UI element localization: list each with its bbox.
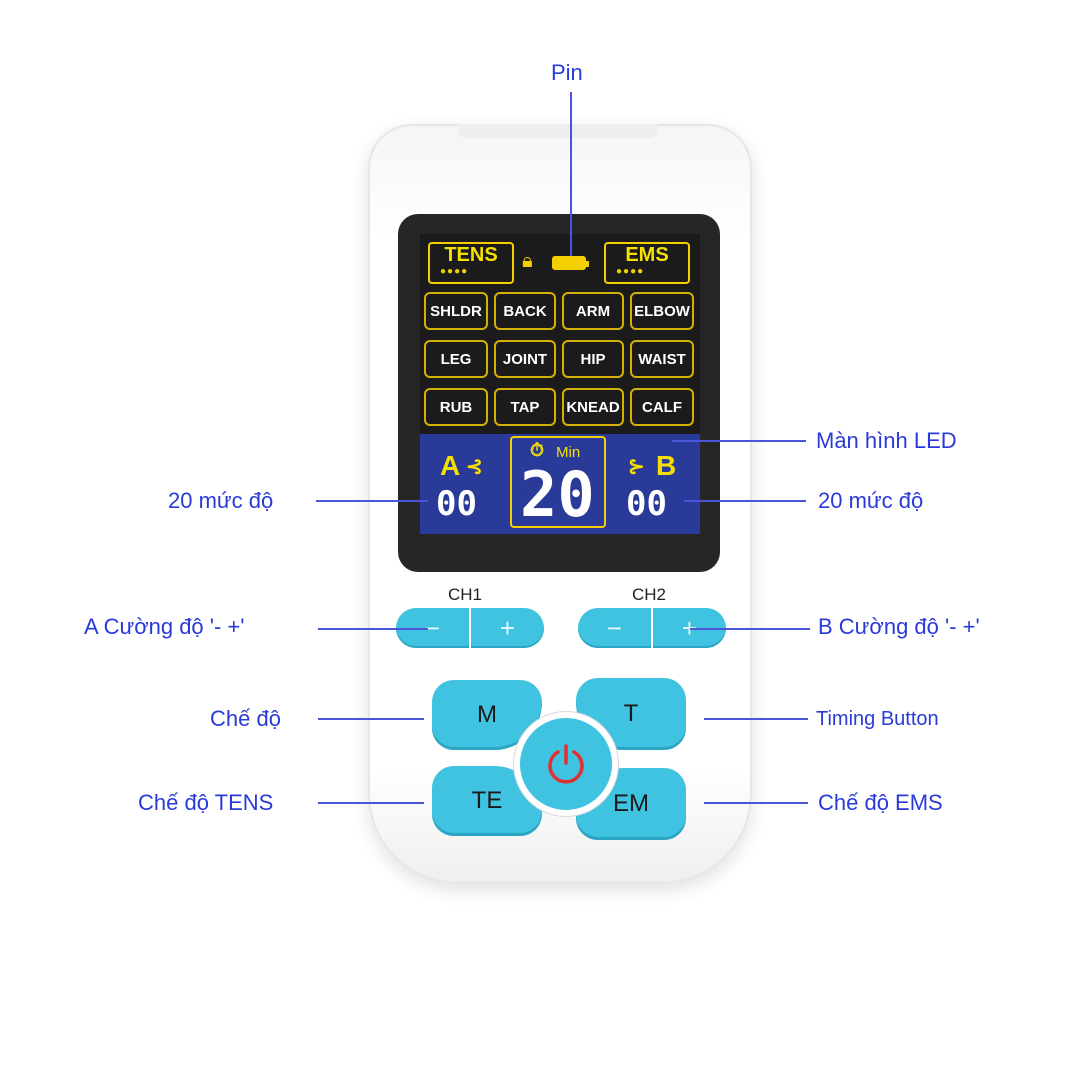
lcd-tens-label: TENS xyxy=(444,244,498,266)
level-b-callout-line xyxy=(684,500,806,502)
level-b-callout: 20 mức độ xyxy=(818,488,924,513)
intensity-a-callout-line xyxy=(318,628,428,630)
lcd-part-label: RUB xyxy=(439,398,473,416)
lcd-part-joint: JOINT xyxy=(494,340,556,378)
lcd-timer-value: 20 xyxy=(520,458,595,531)
led-callout-line xyxy=(672,440,806,442)
minus-icon: − xyxy=(424,612,441,643)
em-button-label: EM xyxy=(613,790,649,817)
lcd-part-waist: WAIST xyxy=(630,340,694,378)
pin-callout-line xyxy=(570,92,572,256)
lcd-part-label: SHLDR xyxy=(430,302,482,320)
lcd-part-label: WAIST xyxy=(638,350,686,368)
plus-icon: + xyxy=(682,613,697,644)
lcd-part-tap: TAP xyxy=(494,388,556,426)
tens-dots: ●●●● xyxy=(440,266,469,277)
lcd-part-arm: ARM xyxy=(562,292,624,330)
power-button[interactable] xyxy=(514,712,618,816)
intensity-b-callout-line xyxy=(690,628,810,630)
ch2-minus-button[interactable]: − xyxy=(578,608,653,648)
t-button-label: T xyxy=(623,700,639,727)
lcd-part-hip: HIP xyxy=(562,340,624,378)
lcd-part-back: BACK xyxy=(494,292,556,330)
lcd-ems-label: EMS xyxy=(625,244,669,266)
lcd-part-label: KNEAD xyxy=(566,398,620,416)
timing-callout: Timing Button xyxy=(816,708,939,730)
channel-a-connector-icon: ⊰ xyxy=(466,456,483,478)
intensity-a-callout: A Cường độ '- +' xyxy=(84,614,245,639)
lcd-part-label: CALF xyxy=(642,398,682,416)
intensity-b-callout: B Cường độ '- +' xyxy=(818,614,980,639)
ch1-plus-button[interactable]: + xyxy=(471,608,544,648)
device-top-connector xyxy=(458,124,658,138)
lcd-timer-frame xyxy=(510,436,606,528)
stopwatch-icon: ⏱︎ xyxy=(530,440,545,460)
lcd-part-calf: CALF xyxy=(630,388,694,426)
power-icon xyxy=(548,744,584,784)
channel-b-connector-icon: ⊱ xyxy=(628,456,645,478)
lcd-timer-unit: Min xyxy=(556,444,581,461)
te-button-label: TE xyxy=(471,787,503,814)
lcd-part-shldr: SHLDR xyxy=(424,292,488,330)
level-a-callout: 20 mức độ xyxy=(168,488,274,513)
ch2-intensity-control: − + xyxy=(578,608,726,648)
minus-icon: − xyxy=(606,612,623,643)
tens-mode-callout: Chế độ TENS xyxy=(138,790,274,815)
lcd-tens-indicator: TENS xyxy=(428,242,514,284)
level-a-callout-line xyxy=(316,500,428,502)
lcd-ems-indicator: EMS xyxy=(604,242,690,284)
lcd-part-leg: LEG xyxy=(424,340,488,378)
ems-dots: ●●●● xyxy=(616,266,645,277)
lcd-level-b: 00 xyxy=(626,484,667,524)
ems-mode-callout: Chế độ EMS xyxy=(818,790,943,815)
te-tens-button[interactable]: TE xyxy=(432,766,542,836)
lcd-part-label: BACK xyxy=(503,302,547,320)
lcd-part-label: ELBOW xyxy=(634,302,690,320)
ch1-intensity-control: − + xyxy=(396,608,544,648)
lcd-part-label: ARM xyxy=(575,302,611,320)
ch2-label: CH2 xyxy=(632,585,667,604)
plus-icon: + xyxy=(499,612,516,643)
ch1-label: CH1 xyxy=(448,585,483,604)
pin-callout: Pin xyxy=(551,60,583,85)
ch2-plus-button[interactable]: + xyxy=(653,608,726,648)
lock-icon: 🔒︎ xyxy=(522,250,533,272)
timing-callout-line xyxy=(704,718,808,720)
ems-callout-line xyxy=(704,802,808,804)
mode-callout-line xyxy=(318,718,424,720)
mode-callout: Chế độ xyxy=(210,706,281,731)
lcd-channel-b-label: B xyxy=(656,450,677,481)
lcd-part-label: LEG xyxy=(440,350,472,368)
lcd-part-label: TAP xyxy=(510,398,540,416)
lcd-part-elbow: ELBOW xyxy=(630,292,694,330)
lcd-part-label: JOINT xyxy=(502,350,548,368)
battery-icon xyxy=(552,256,589,270)
lcd-part-knead: KNEAD xyxy=(562,388,624,426)
lcd-channel-a-label: A xyxy=(440,450,461,481)
tens-callout-line xyxy=(318,802,424,804)
lcd-part-label: HIP xyxy=(580,350,606,368)
m-button-label: M xyxy=(477,701,497,728)
lcd-part-rub: RUB xyxy=(424,388,488,426)
led-screen-callout: Màn hình LED xyxy=(816,428,957,453)
lcd-level-a: 00 xyxy=(436,484,477,524)
ch1-minus-button[interactable]: − xyxy=(396,608,471,648)
